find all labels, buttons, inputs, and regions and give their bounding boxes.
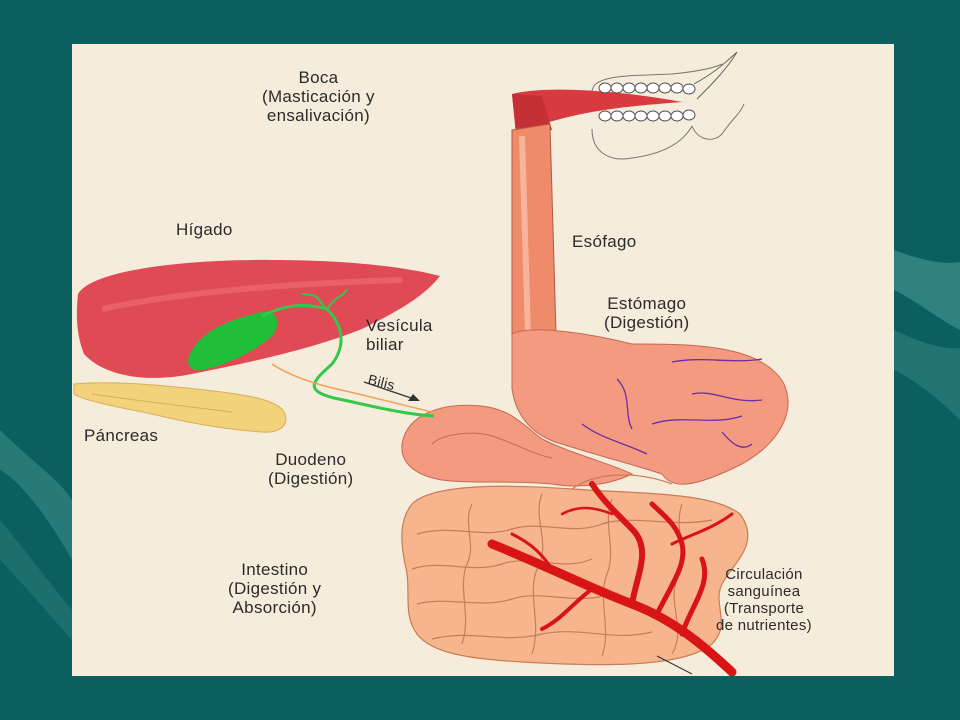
label-vesicula-line-2: biliar [366,335,404,354]
bile-duct [261,303,435,418]
label-intestino-title: Intestino [241,560,309,579]
label-intestino-line-3: Absorción) [232,598,317,617]
label-boca-line-3: ensalivación) [266,106,370,125]
label-vesicula: Vesícula biliar [366,316,433,354]
label-duodeno-title: Duodeno [275,450,347,469]
label-circulacion: Circulación sanguínea (Transporte de nut… [716,566,812,634]
label-pancreas-title: Páncreas [84,426,159,445]
label-boca: Boca (Masticación y ensalivación) [262,68,375,125]
label-boca-title: Boca [298,68,339,87]
label-higado-title: Hígado [176,220,233,239]
label-circulacion-title: Circulación [725,566,803,583]
exit-arrow [656,655,693,675]
stomach-veins [581,358,763,455]
mouth-illustration [512,51,745,160]
label-pancreas: Páncreas [84,426,158,445]
label-higado: Hígado [176,220,233,239]
label-duodeno: Duodeno (Digestión) [268,450,354,488]
digestive-system-diagram [73,51,789,676]
label-esofago: Esófago [572,232,636,251]
label-circulacion-line-2: sanguínea [727,583,801,600]
label-intestino: Intestino (Digestión y Absorción) [228,560,321,617]
label-circulacion-line-3: (Transporte [723,600,805,617]
bile-arrow [363,381,420,401]
pancreas-illustration [73,382,287,433]
label-boca-line-2: (Masticación y [262,87,375,106]
label-vesicula-title: Vesícula [366,316,433,335]
blood-vessels-illustration [487,481,737,676]
stomach-illustration [511,329,789,485]
diagram-panel: Boca (Masticación y ensalivación) Hígado… [72,44,894,676]
label-estomago: Estómago (Digestión) [604,294,690,332]
label-esofago-title: Esófago [572,232,637,251]
gallbladder-illustration [188,311,278,371]
label-duodeno-line-2: (Digestión) [268,469,354,488]
esophagus-illustration [511,123,557,340]
label-estomago-line-2: (Digestión) [604,313,690,332]
label-estomago-title: Estómago [607,294,687,313]
label-circulacion-line-4: de nutrientes) [716,617,812,634]
label-intestino-line-2: (Digestión y [228,579,322,598]
